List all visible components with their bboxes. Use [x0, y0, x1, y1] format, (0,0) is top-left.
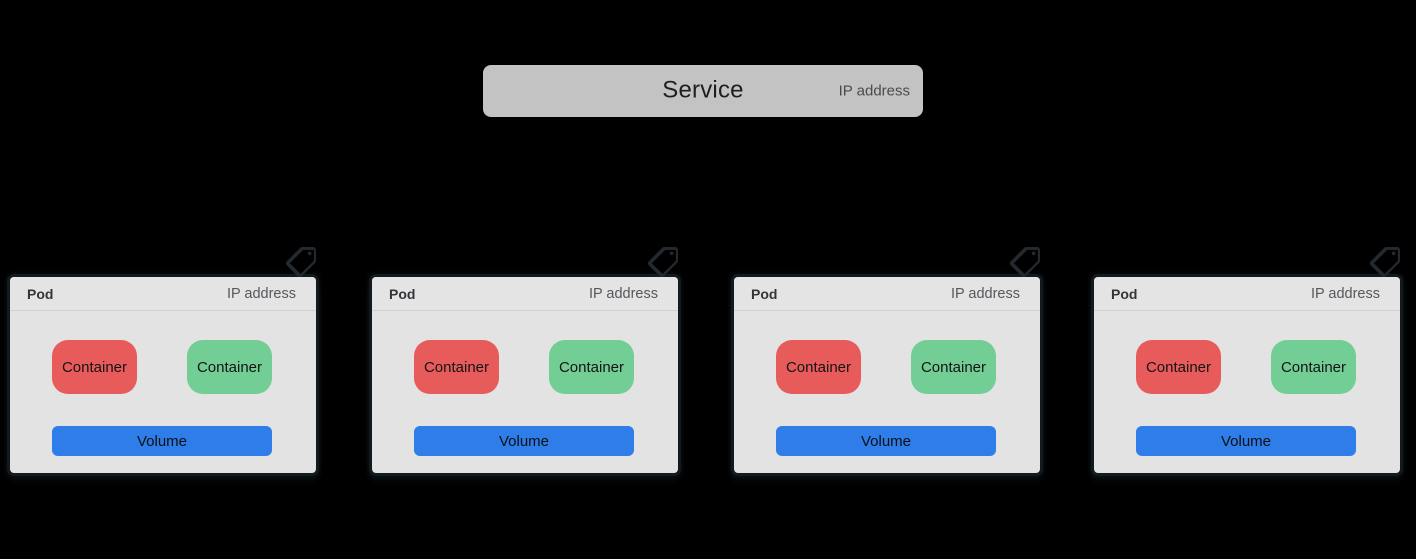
- containers-row: Container Container: [1136, 340, 1356, 394]
- container-box-green: Container: [187, 340, 272, 394]
- volume-bar: Volume: [1136, 426, 1356, 456]
- tag-icon: [1369, 247, 1400, 277]
- pod-header: Pod IP address: [1094, 277, 1400, 311]
- container-box-green: Container: [911, 340, 996, 394]
- pod-card: Pod IP address Container Container Volum…: [10, 247, 316, 474]
- pod-ip-label: IP address: [226, 285, 296, 302]
- pod-body: Container Container Volume: [734, 311, 1040, 474]
- containers-row: Container Container: [414, 340, 634, 394]
- container-box-green: Container: [1271, 340, 1356, 394]
- service-title: Service: [662, 76, 744, 104]
- pod-ip-label: IP address: [588, 285, 658, 302]
- container-box-red: Container: [1136, 340, 1221, 394]
- pod-header: Pod IP address: [10, 277, 316, 311]
- service-box: Service IP address: [483, 65, 923, 117]
- pod-title: Pod: [1111, 285, 1138, 302]
- pod-title: Pod: [389, 285, 416, 302]
- container-box-red: Container: [52, 340, 137, 394]
- tag-icon: [1009, 247, 1040, 277]
- volume-bar: Volume: [52, 426, 272, 456]
- service-ip-label: IP address: [838, 82, 910, 100]
- tag-icon: [647, 247, 678, 277]
- pod-title: Pod: [27, 285, 54, 302]
- volume-bar: Volume: [776, 426, 996, 456]
- pod-card: Pod IP address Container Container Volum…: [734, 247, 1040, 474]
- containers-row: Container Container: [776, 340, 996, 394]
- pod-body: Container Container Volume: [372, 311, 678, 474]
- container-box-green: Container: [549, 340, 634, 394]
- container-box-red: Container: [414, 340, 499, 394]
- pod-card: Pod IP address Container Container Volum…: [1094, 247, 1400, 474]
- pod-ip-label: IP address: [950, 285, 1020, 302]
- pod-card: Pod IP address Container Container Volum…: [372, 247, 678, 474]
- container-box-red: Container: [776, 340, 861, 394]
- pod-body: Container Container Volume: [1094, 311, 1400, 474]
- containers-row: Container Container: [52, 340, 272, 394]
- pod-title: Pod: [751, 285, 778, 302]
- tag-icon: [285, 247, 316, 277]
- pod-header: Pod IP address: [372, 277, 678, 311]
- pod-header: Pod IP address: [734, 277, 1040, 311]
- volume-bar: Volume: [414, 426, 634, 456]
- pod-body: Container Container Volume: [10, 311, 316, 474]
- pod-ip-label: IP address: [1310, 285, 1380, 302]
